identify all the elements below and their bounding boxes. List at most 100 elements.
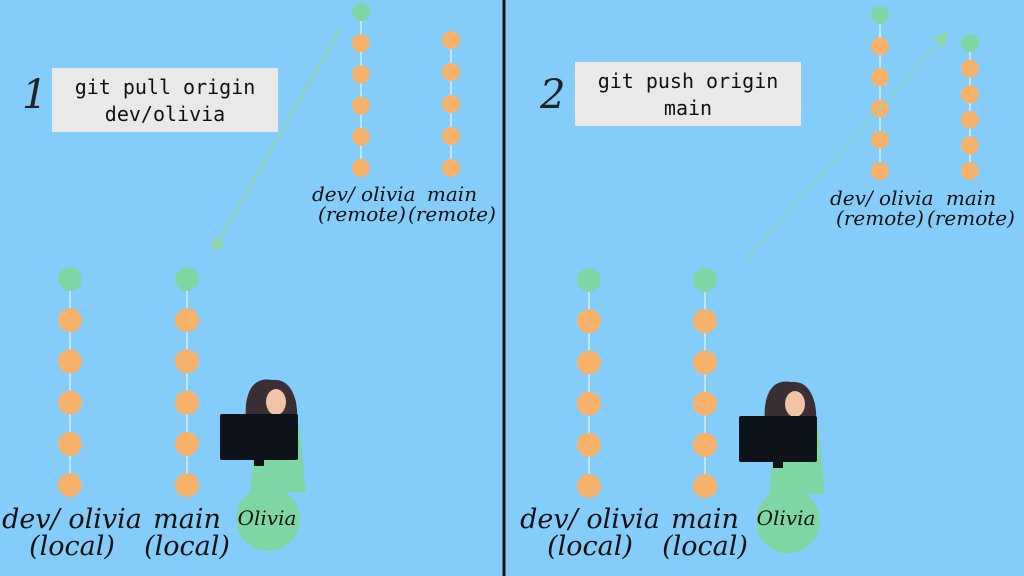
panel-2-arrow: [745, 31, 948, 261]
panel-1-dev-local-branch-commit: [58, 431, 82, 456]
panel-2-main-local-label: main (local): [658, 506, 752, 560]
panel-2-main-local-branch-commit: [693, 474, 717, 498]
panel-2-dev-local-branch-commit: [577, 474, 601, 498]
panel-2-main-remote-branch-commit: [961, 59, 979, 78]
panel-1-dev-remote-branch-commit: [352, 65, 370, 84]
panel-1-dev-local-branch-commit: [58, 267, 82, 291]
panel-1-dev-remote-branch-commit: [352, 3, 370, 21]
panel-1-main-local-branch-commit: [175, 308, 199, 333]
panel-2-step-number: 2: [540, 72, 566, 118]
panel-2-main-local-name: main: [671, 504, 739, 535]
panel-1-main-local-branch: [175, 267, 199, 497]
panel-1-dev-remote-label: dev/ olivia (remote): [312, 182, 416, 226]
panel-1-command-box: git pull origin dev/olivia: [52, 68, 278, 132]
panel-1-main-remote-branch: [442, 31, 460, 177]
panel-1-command-line-1: git pull origin: [74, 75, 256, 99]
panel-1-dev-local-branch: [58, 267, 82, 497]
panel-1-main-local-location: (local): [144, 531, 230, 562]
panel-1-monitor-stand: [254, 460, 264, 466]
panel-2-dev-local-branch-commit: [577, 350, 601, 375]
panel-2-main-remote-branch-commit: [961, 136, 979, 155]
panel-2-command-line-1: git push origin: [597, 69, 779, 93]
panel-1-dev-local-branch-commit: [58, 308, 82, 333]
panel-2-dev-local-location: (local): [547, 531, 633, 562]
panel-1-main-remote-branch-commit: [442, 63, 460, 81]
panel-2-dev-local-branch-commit: [577, 391, 601, 416]
panel-1-dev-remote-location: (remote): [318, 202, 406, 226]
panel-2-main-remote-label: main (remote): [926, 188, 1016, 228]
panel-2-main-local-branch-commit: [693, 391, 717, 416]
panel-2-graphics: [577, 6, 979, 553]
panel-1-monitor-icon: [220, 414, 298, 466]
panel-2-main-remote-branch-commit: [961, 34, 979, 52]
panel-2-monitor-stand: [773, 462, 783, 468]
panel-2-dev-remote-branch-commit: [871, 37, 889, 56]
panel-1-main-local-branch-commit: [175, 267, 199, 291]
panel-2-main-remote-branch-commit: [961, 85, 979, 104]
panel-2-dev-remote-location: (remote): [836, 206, 924, 230]
panel-1-step-number: 1: [22, 72, 48, 118]
panel-2-dev-remote-branch-commit: [871, 130, 889, 149]
panel-2-main-remote-branch-commit: [961, 162, 979, 180]
panel-2-main-remote-branch: [961, 34, 979, 180]
panel-1-main-remote-location: (remote): [408, 202, 496, 226]
panel-1-main-local-label: main (local): [140, 506, 234, 560]
panel-2-person-face: [785, 391, 805, 417]
panel-2-monitor-icon: [739, 416, 817, 468]
panel-2-main-local-branch-commit: [693, 309, 717, 334]
panel-2-main-local-branch: [693, 268, 717, 498]
panel-1-dev-remote-branch-commit: [352, 127, 370, 146]
panel-1-main-local-branch-commit: [175, 390, 199, 415]
panel-2-dev-remote-branch-commit: [871, 68, 889, 87]
panel-2-monitor-screen: [739, 416, 817, 462]
panel-1-monitor-screen: [220, 414, 298, 460]
panel-2-dev-remote-branch-commit: [871, 162, 889, 180]
panel-1-main-remote-branch-commit: [442, 127, 460, 145]
panel-2-dev-remote-branch-commit: [871, 6, 889, 24]
panel-2-dev-local-branch-commit: [577, 268, 601, 292]
panel-1-command-line-2: dev/olivia: [104, 102, 226, 126]
panel-2-main-local-location: (local): [662, 531, 748, 562]
panel-2-dev-remote-name: dev/ olivia: [830, 186, 934, 210]
panel-1-dev-local-name: dev/ olivia: [2, 504, 142, 535]
panel-2-main-remote-branch-commit: [961, 110, 979, 129]
panel-1-main-local-branch-commit: [175, 349, 199, 374]
panel-2-dev-remote-label: dev/ olivia (remote): [830, 186, 934, 230]
panel-1-dev-remote-branch-commit: [352, 34, 370, 53]
panel-2-command-line-2: main: [663, 96, 713, 120]
panel-1-owner-name: Olivia: [237, 506, 297, 530]
panel-2-main-local-branch-commit: [693, 268, 717, 292]
panel-2-owner-circle: [756, 489, 820, 553]
panel-1-arrow: [212, 29, 341, 253]
panel-2-dev-local-name: dev/ olivia: [520, 504, 660, 535]
panel-1-main-local-name: main: [153, 504, 221, 535]
panel-1-main-local-branch-commit: [175, 473, 199, 497]
panel-1-graphics: [58, 3, 460, 551]
panel-2-dev-local-branch-commit: [577, 309, 601, 334]
panel-1-main-local-branch-commit: [175, 431, 199, 456]
panel-2-dev-local-branch-commit: [577, 432, 601, 457]
panel-1-dev-local-label: dev/ olivia (local): [2, 506, 142, 560]
panel-2-main-local-branch-commit: [693, 432, 717, 457]
panel-2-dev-remote-branch: [871, 6, 889, 180]
panel-2-dev-local-branch: [577, 268, 601, 498]
panel-2-owner-name: Olivia: [756, 506, 816, 530]
panel-1-dev-local-branch-commit: [58, 473, 82, 497]
panel-1-main-remote-branch-commit: [442, 95, 460, 113]
panel-1-dev-remote-branch-commit: [352, 159, 370, 177]
panel-2-main-remote-name: main: [945, 186, 997, 210]
panel-2-dev-local-label: dev/ olivia (local): [520, 506, 660, 560]
panel-2-main-local-branch-commit: [693, 350, 717, 375]
panel-2-main-remote-location: (remote): [927, 206, 1015, 230]
panel-1-dev-local-branch-commit: [58, 390, 82, 415]
panel-1-main-remote-branch-commit: [442, 159, 460, 177]
panel-1-dev-remote-branch-commit: [352, 96, 370, 115]
panel-1-dev-remote-name: dev/ olivia: [312, 182, 416, 206]
panel-1-person-face: [266, 389, 286, 415]
panel-2-command-box: git push origin main: [575, 62, 801, 126]
panel-1-owner-circle: [236, 487, 300, 551]
panel-1-main-remote-label: main (remote): [408, 184, 496, 224]
panel-1-main-remote-name: main: [426, 182, 478, 206]
